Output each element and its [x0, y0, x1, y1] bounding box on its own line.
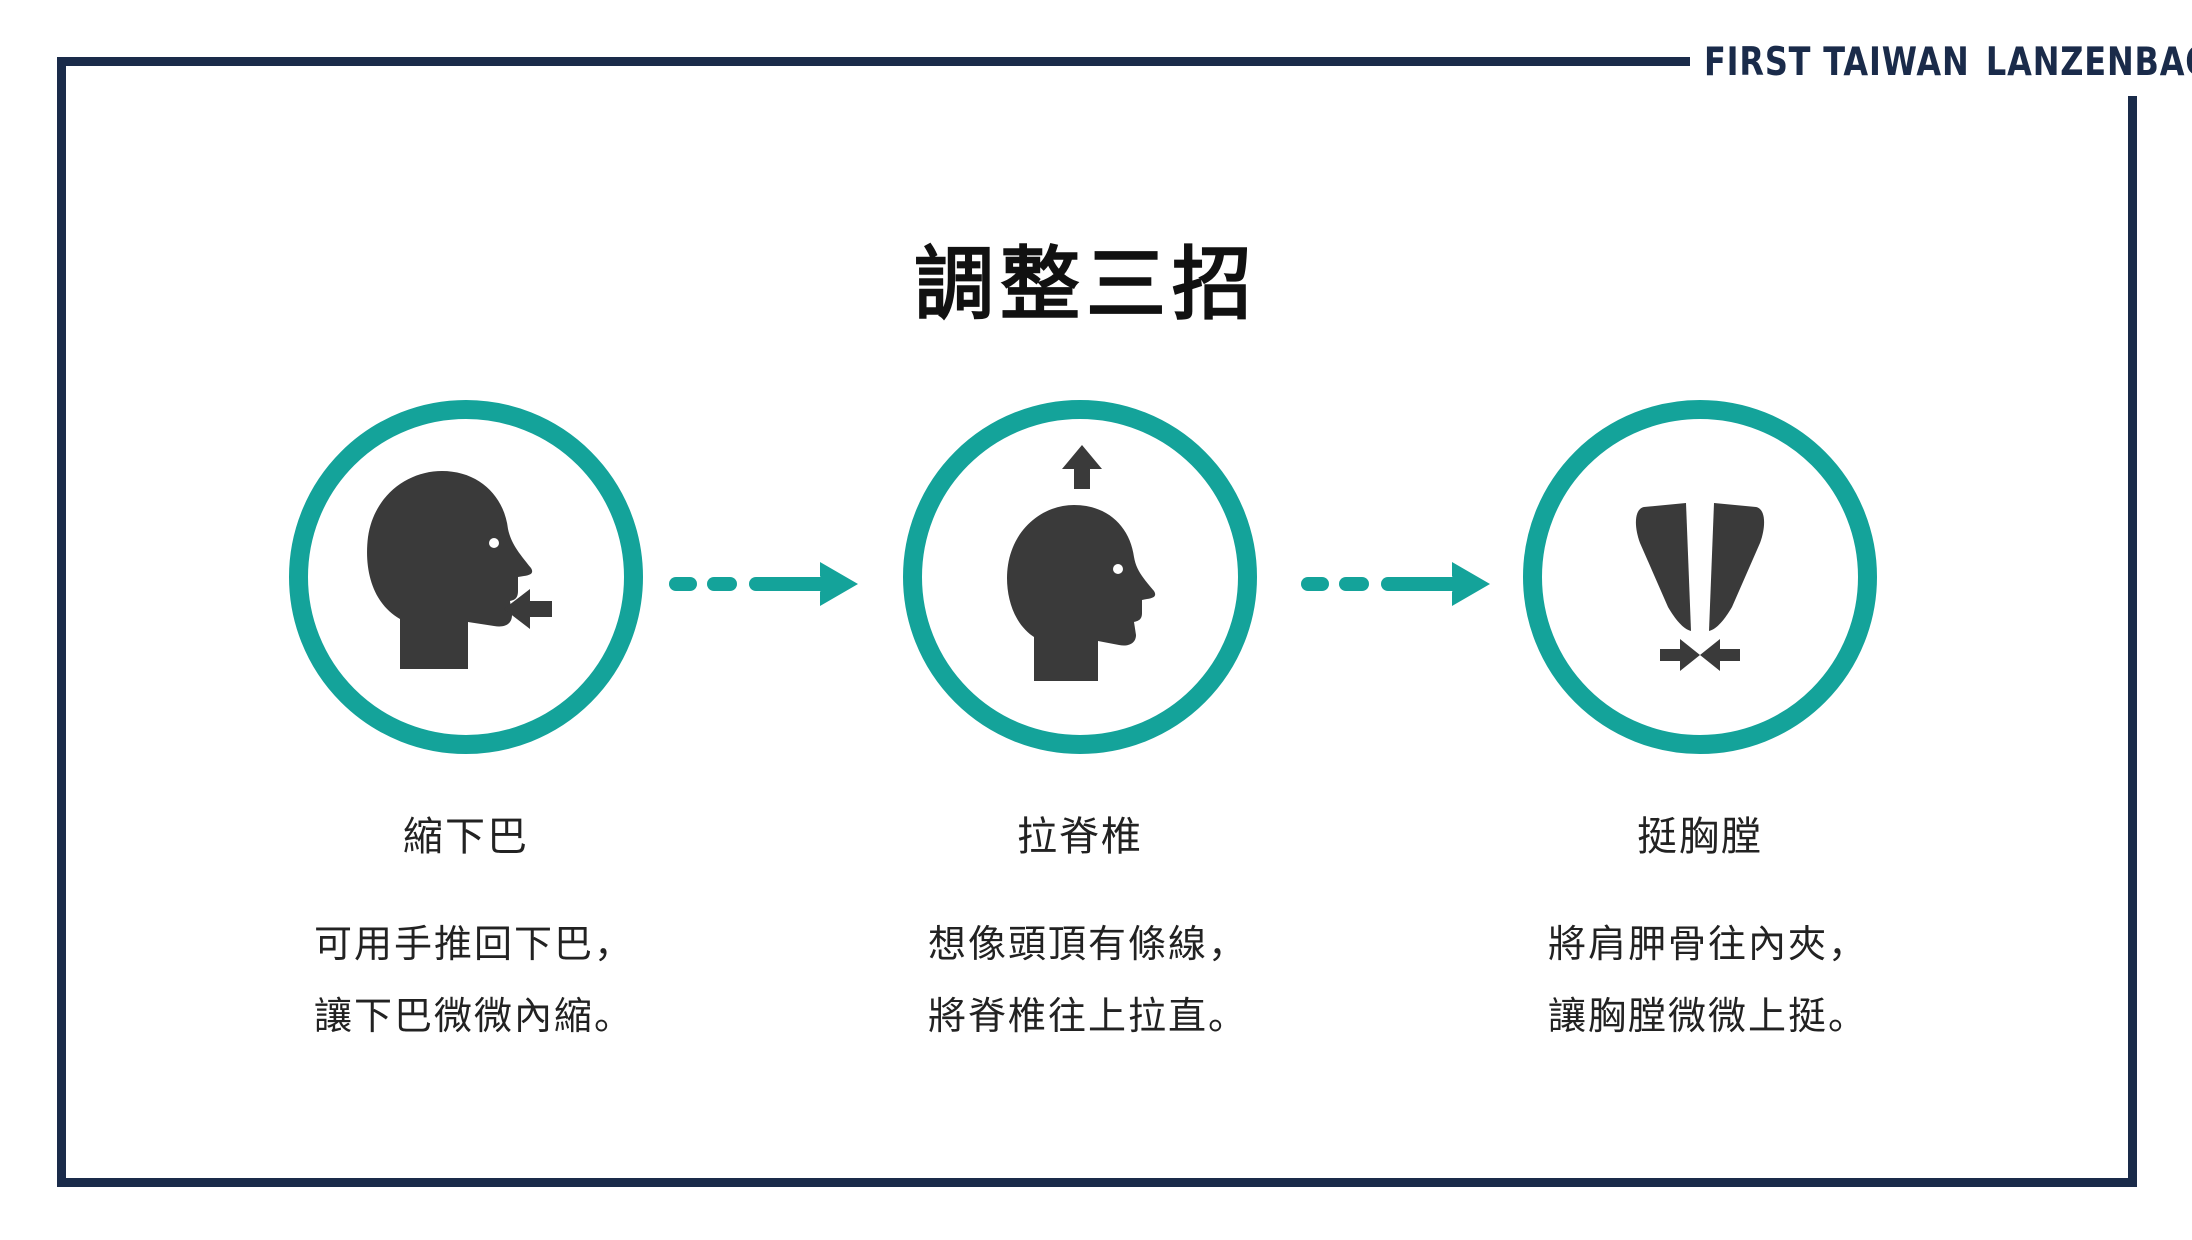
step-description: 將肩胛骨往內夾， 讓胸膛微微上挺。	[1460, 908, 1940, 1052]
step-desc-line-2: 將脊椎往上拉直。	[928, 994, 1249, 1038]
shoulder-blades-squeeze-icon	[1635, 503, 1765, 671]
step-label: 挺胸膛	[1637, 814, 1763, 860]
step-circle	[1523, 400, 1877, 754]
head-spine-up-icon	[1007, 445, 1156, 681]
step-label: 縮下巴	[403, 814, 529, 860]
step-circle	[903, 400, 1257, 754]
dashed-arrow-right-icon	[1301, 562, 1490, 606]
step-desc-line-1: 將肩胛骨往內夾，	[1548, 922, 1869, 966]
step-desc-line-2: 讓胸膛微微上挺。	[1548, 994, 1869, 1038]
brand-part-1: FIRST TAIWAN	[1704, 39, 1970, 85]
brand-background	[1690, 30, 2170, 96]
page-title: 調整三招	[914, 238, 1258, 331]
brand-logo-text: FIRST TAIWAN LANZENBAO	[1704, 36, 2192, 88]
step-spine-stretch: 拉脊椎 想像頭頂有條線， 將脊椎往上拉直。	[840, 400, 1320, 1052]
step-description: 可用手推回下巴， 讓下巴微微內縮。	[226, 908, 706, 1052]
step-desc-line-2: 讓下巴微微內縮。	[314, 994, 635, 1038]
brand-part-2: LANZENBAO	[1985, 39, 2192, 85]
step-description: 想像頭頂有條線， 將脊椎往上拉直。	[840, 908, 1320, 1052]
step-chest-lift: 挺胸膛 將肩胛骨往內夾， 讓胸膛微微上挺。	[1460, 400, 1940, 1052]
step-desc-line-1: 可用手推回下巴，	[314, 922, 635, 966]
step-circle	[289, 400, 643, 754]
head-chin-tuck-icon	[367, 471, 552, 669]
dashed-arrow-right-icon	[669, 562, 858, 606]
step-label: 拉脊椎	[1017, 814, 1143, 860]
slide-frame	[57, 57, 2137, 1187]
step-desc-line-1: 想像頭頂有條線，	[928, 922, 1249, 966]
step-chin-tuck: 縮下巴 可用手推回下巴， 讓下巴微微內縮。	[226, 400, 706, 1052]
